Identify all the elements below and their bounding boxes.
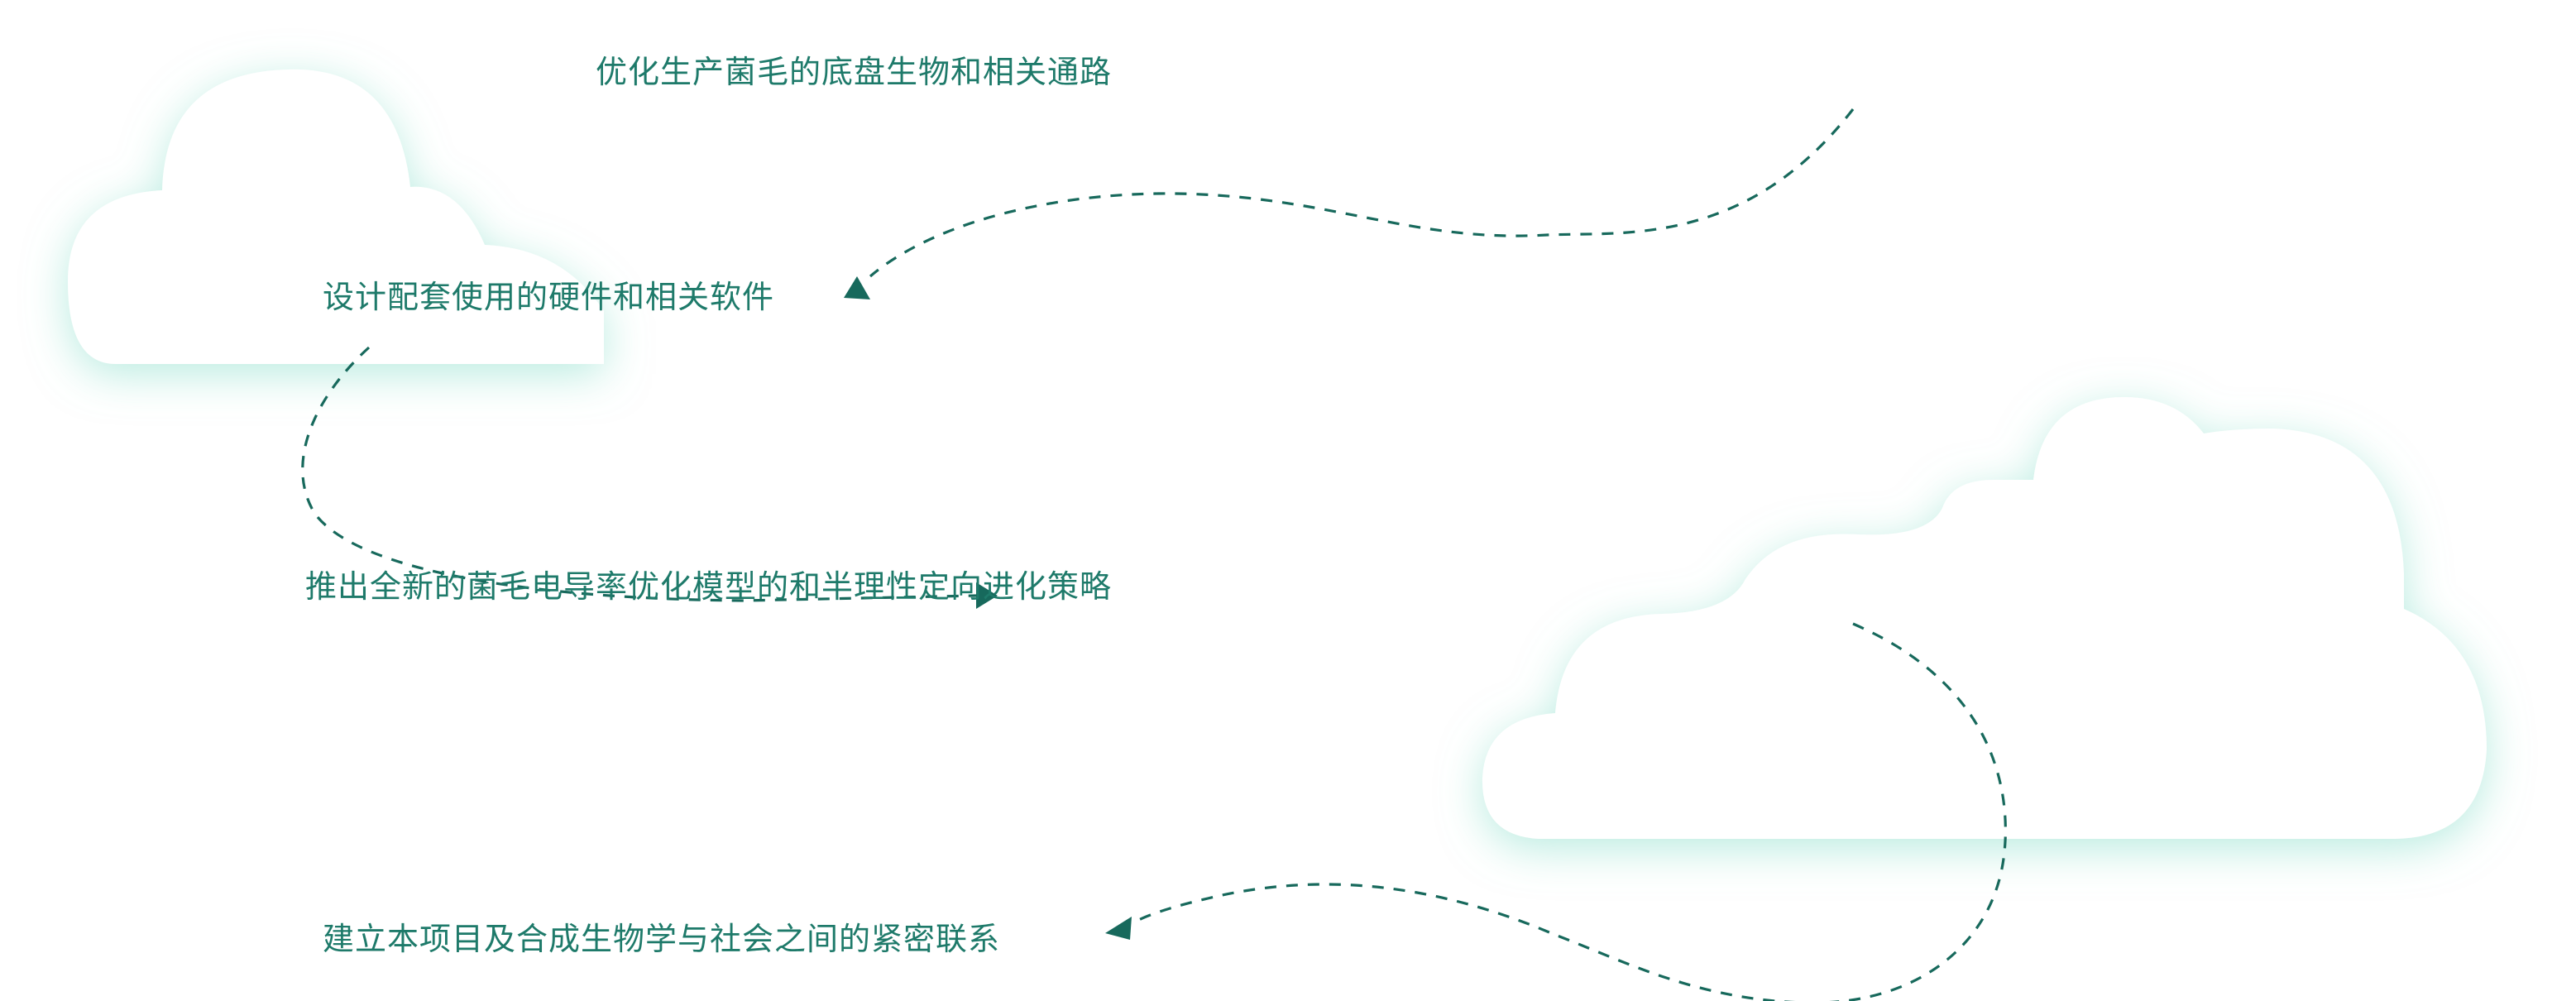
cloud-left: [68, 69, 604, 364]
cloud-right: [1482, 397, 2487, 839]
connector-2-3: [301, 346, 998, 609]
step-label-4: 建立本项目及合成生物学与社会之间的紧密联系: [323, 921, 1001, 957]
connector-1-2: [844, 108, 1855, 299]
arrowhead-3-4: [1105, 917, 1132, 940]
step-label-1: 优化生产菌毛的底盘生物和相关通路: [595, 54, 1112, 90]
step-label-3: 推出全新的菌毛电导率优化模型的和半理性定向进化策略: [304, 568, 1112, 605]
arrowhead-1-2: [844, 276, 870, 299]
step-label-2: 设计配套使用的硬件和相关软件: [323, 279, 775, 315]
connector-3-4: [1105, 622, 2007, 1001]
arrowhead-2-3: [976, 582, 998, 609]
